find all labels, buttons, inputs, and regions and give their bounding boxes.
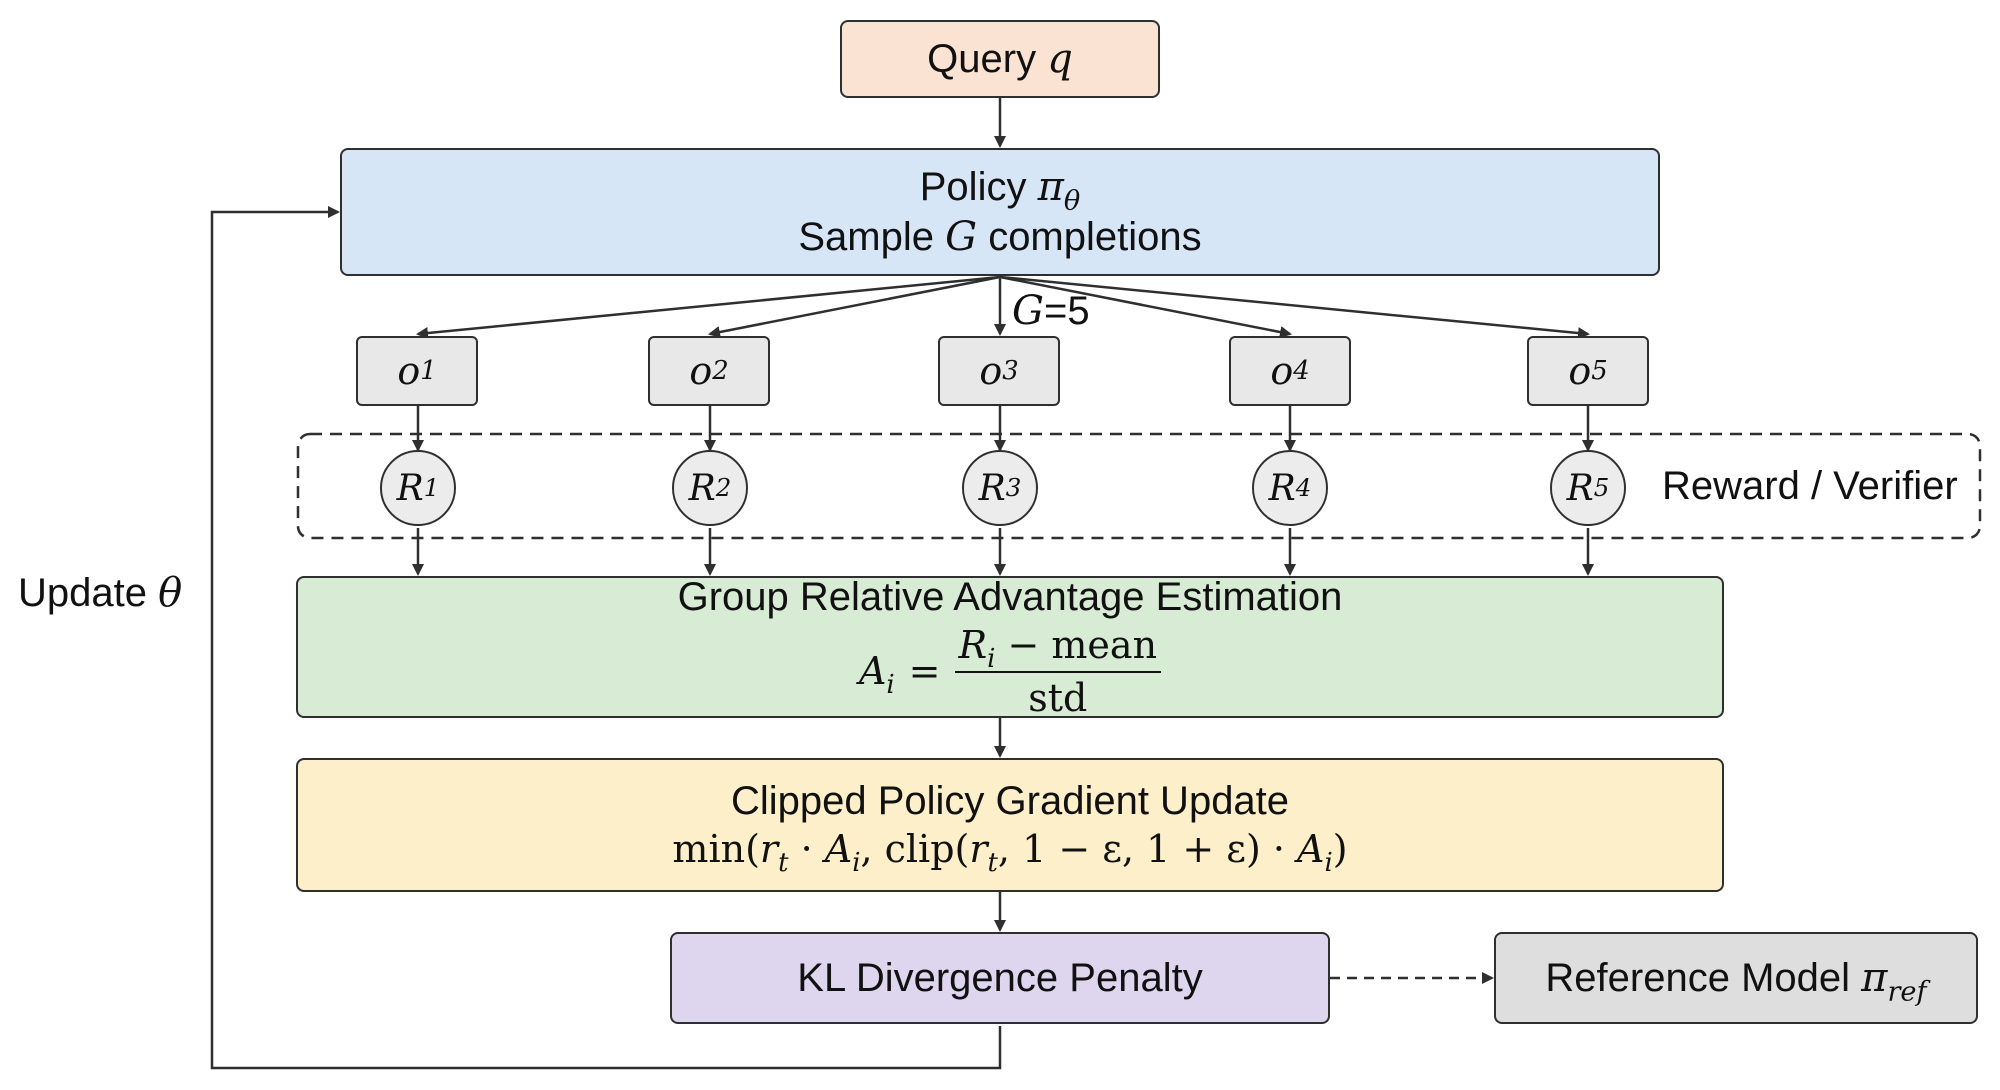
kl-penalty-box: KL Divergence Penalty	[670, 932, 1330, 1024]
policy-line2: Sample G completions	[798, 212, 1201, 262]
advantage-title: Group Relative Advantage Estimation	[677, 574, 1343, 619]
group-size-label: G=5	[1012, 288, 1090, 334]
reward-verifier-label: Reward / Verifier	[1662, 464, 1958, 508]
reference-symbol: πref	[1861, 955, 1927, 1008]
advantage-box: Group Relative Advantage Estimation Ai =…	[296, 575, 1724, 720]
arrow-policy-to-o2	[708, 275, 1001, 338]
reference-model-label: Reference Model	[1545, 956, 1851, 1000]
arrow-policy-to-o5	[999, 275, 1590, 340]
policy-sample-text: Sample	[798, 215, 934, 259]
query-box: Query q	[840, 20, 1160, 98]
advantage-fraction: Ri − mean std	[954, 622, 1162, 723]
policy-title: Policy	[919, 165, 1027, 209]
query-label: Query	[927, 37, 1037, 81]
policy-line1: Policy πθ	[919, 162, 1081, 217]
update-theta-label: Update θ	[18, 570, 183, 616]
clipped-title: Clipped Policy Gradient Update	[730, 779, 1290, 824]
advantage-formula: Ai = Ri − mean std	[859, 622, 1162, 723]
reward-verifier-group	[296, 432, 1982, 540]
clipped-box: Clipped Policy Gradient Update min(rt · …	[296, 758, 1724, 892]
arrow-policy-to-o4	[999, 275, 1292, 338]
clipped-formula: min(rt · Ai, clip(rt, 1 − ε, 1 + ε) · Ai…	[672, 827, 1348, 879]
policy-symbol: πθ	[1037, 164, 1081, 217]
policy-group-var: G	[945, 214, 978, 260]
query-variable: q	[1047, 36, 1073, 82]
policy-completions-text: completions	[988, 215, 1202, 259]
arrow-update-feedback	[210, 206, 1002, 1070]
arrow-policy-to-o1	[416, 275, 1001, 339]
kl-penalty-label: KL Divergence Penalty	[797, 956, 1203, 1000]
reference-model-box: Reference Model πref	[1494, 932, 1978, 1024]
policy-box: Policy πθ Sample G completions	[340, 148, 1660, 276]
